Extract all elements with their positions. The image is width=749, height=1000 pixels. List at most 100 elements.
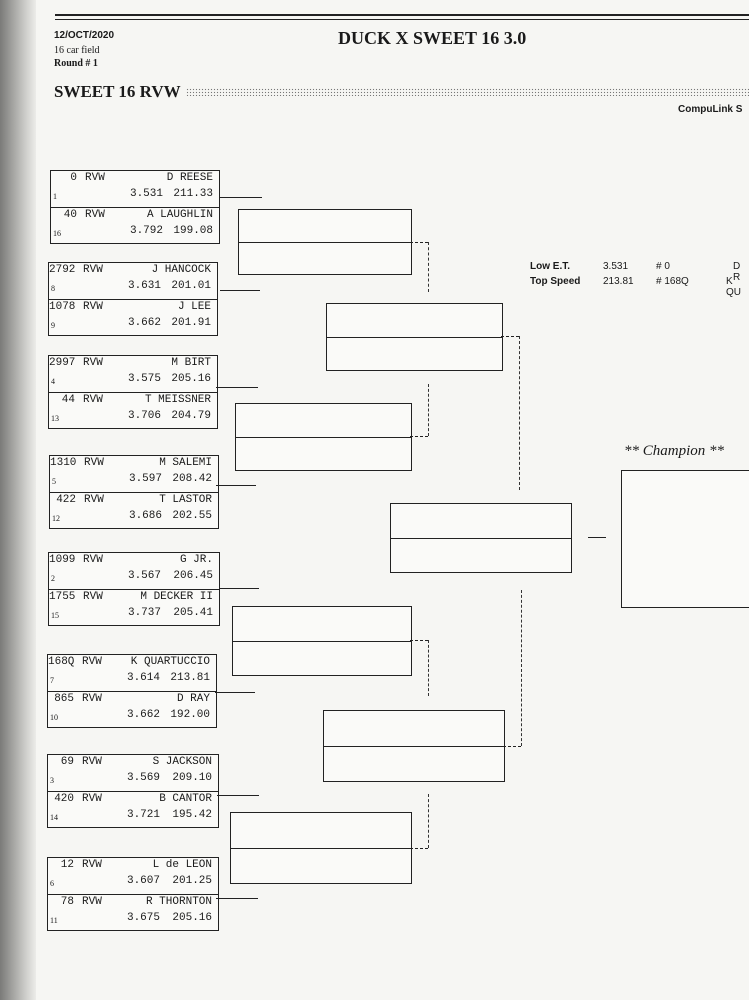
car-number: 69: [60, 756, 74, 768]
connector: [217, 795, 259, 796]
connector: [410, 242, 428, 243]
field-size: 16 car field: [54, 45, 100, 56]
driver-name: D RAY: [176, 693, 210, 705]
class-label: RVW: [83, 554, 103, 566]
top-speed-label: Top Speed: [530, 276, 581, 287]
car-number: 1310: [50, 457, 77, 469]
seed-number: 4: [51, 377, 55, 386]
trap-speed: 211.33: [173, 188, 213, 200]
car-number: 865: [54, 693, 74, 705]
connector: [410, 436, 428, 437]
top-rule: [55, 14, 749, 16]
top-speed-car: # 168Q: [656, 276, 689, 287]
trap-speed: 201.01: [171, 280, 211, 292]
elapsed-time: 3.531: [129, 188, 163, 200]
connector: [410, 848, 428, 849]
class-label: RVW: [82, 896, 102, 908]
trap-speed: 201.91: [171, 317, 211, 329]
trap-speed: 206.45: [173, 570, 213, 582]
seed-number: 16: [53, 229, 61, 238]
dotted-leader: [186, 88, 749, 96]
driver-name: D REESE: [166, 172, 213, 184]
page-edge-shadow: [0, 0, 36, 1000]
seed-number: 7: [50, 676, 54, 685]
driver-name: A LAUGHLIN: [146, 209, 213, 221]
connector: [220, 290, 260, 291]
class-label: RVW: [82, 693, 102, 705]
class-label: RVW: [85, 172, 105, 184]
connector: [428, 242, 429, 292]
class-label: RVW: [82, 656, 102, 668]
quarterfinal-slot-2: [235, 403, 412, 471]
class-label: RVW: [85, 209, 105, 221]
trap-speed: 205.16: [172, 912, 212, 924]
class-title: SWEET 16 RVW: [54, 82, 181, 101]
seed-number: 11: [50, 916, 58, 925]
elapsed-time: 3.706: [127, 410, 161, 422]
low-et-value: 3.531: [603, 261, 629, 272]
class-label: RVW: [82, 859, 102, 871]
connector: [521, 590, 522, 746]
top-speed-driver: K QU: [726, 276, 741, 298]
elapsed-time: 3.567: [127, 570, 161, 582]
event-title: DUCK X SWEET 16 3.0: [338, 28, 527, 48]
connector: [519, 336, 520, 490]
connector: [216, 485, 256, 486]
elapsed-time: 3.614: [126, 672, 160, 684]
driver-name: M BIRT: [171, 357, 211, 369]
race-date: 12/OCT/2020: [54, 30, 115, 41]
elapsed-time: 3.597: [128, 473, 162, 485]
driver-name: T MEISSNER: [144, 394, 211, 406]
seed-number: 14: [50, 813, 58, 822]
seed-number: 9: [51, 321, 55, 330]
elapsed-time: 3.675: [126, 912, 160, 924]
class-label: RVW: [83, 301, 103, 313]
connector: [428, 384, 429, 436]
class-label: RVW: [83, 264, 103, 276]
elapsed-time: 3.569: [126, 772, 160, 784]
seed-number: 12: [52, 514, 60, 523]
trap-speed: 201.25: [172, 875, 212, 887]
driver-name: J LEE: [177, 301, 211, 313]
low-et-car: # 0: [656, 261, 670, 272]
class-label: RVW: [84, 457, 104, 469]
car-number: 1099: [49, 554, 76, 566]
trap-speed: 204.79: [171, 410, 211, 422]
car-number: 0: [70, 172, 77, 184]
class-label: RVW: [83, 357, 103, 369]
seed-number: 10: [50, 713, 58, 722]
champion-label: ** Champion **: [624, 443, 725, 459]
car-number: 1755: [49, 591, 76, 603]
seed-number: 6: [50, 879, 54, 888]
trap-speed: 202.55: [172, 510, 212, 522]
trap-speed: 205.16: [171, 373, 211, 385]
elapsed-time: 3.721: [126, 809, 160, 821]
driver-name: L de LEON: [152, 859, 212, 871]
car-number: 168Q: [48, 656, 75, 668]
class-label: RVW: [83, 394, 103, 406]
connector: [216, 387, 258, 388]
seed-number: 15: [51, 611, 59, 620]
driver-name: T LASTOR: [159, 494, 212, 506]
round-number: Round # 1: [54, 58, 98, 69]
semifinal-slot-1: [326, 303, 503, 371]
driver-name: K QUARTUCCIO: [130, 656, 210, 668]
seed-number: 8: [51, 284, 55, 293]
class-label: RVW: [83, 591, 103, 603]
class-label: RVW: [84, 494, 104, 506]
elapsed-time: 3.737: [127, 607, 161, 619]
connector: [215, 692, 255, 693]
